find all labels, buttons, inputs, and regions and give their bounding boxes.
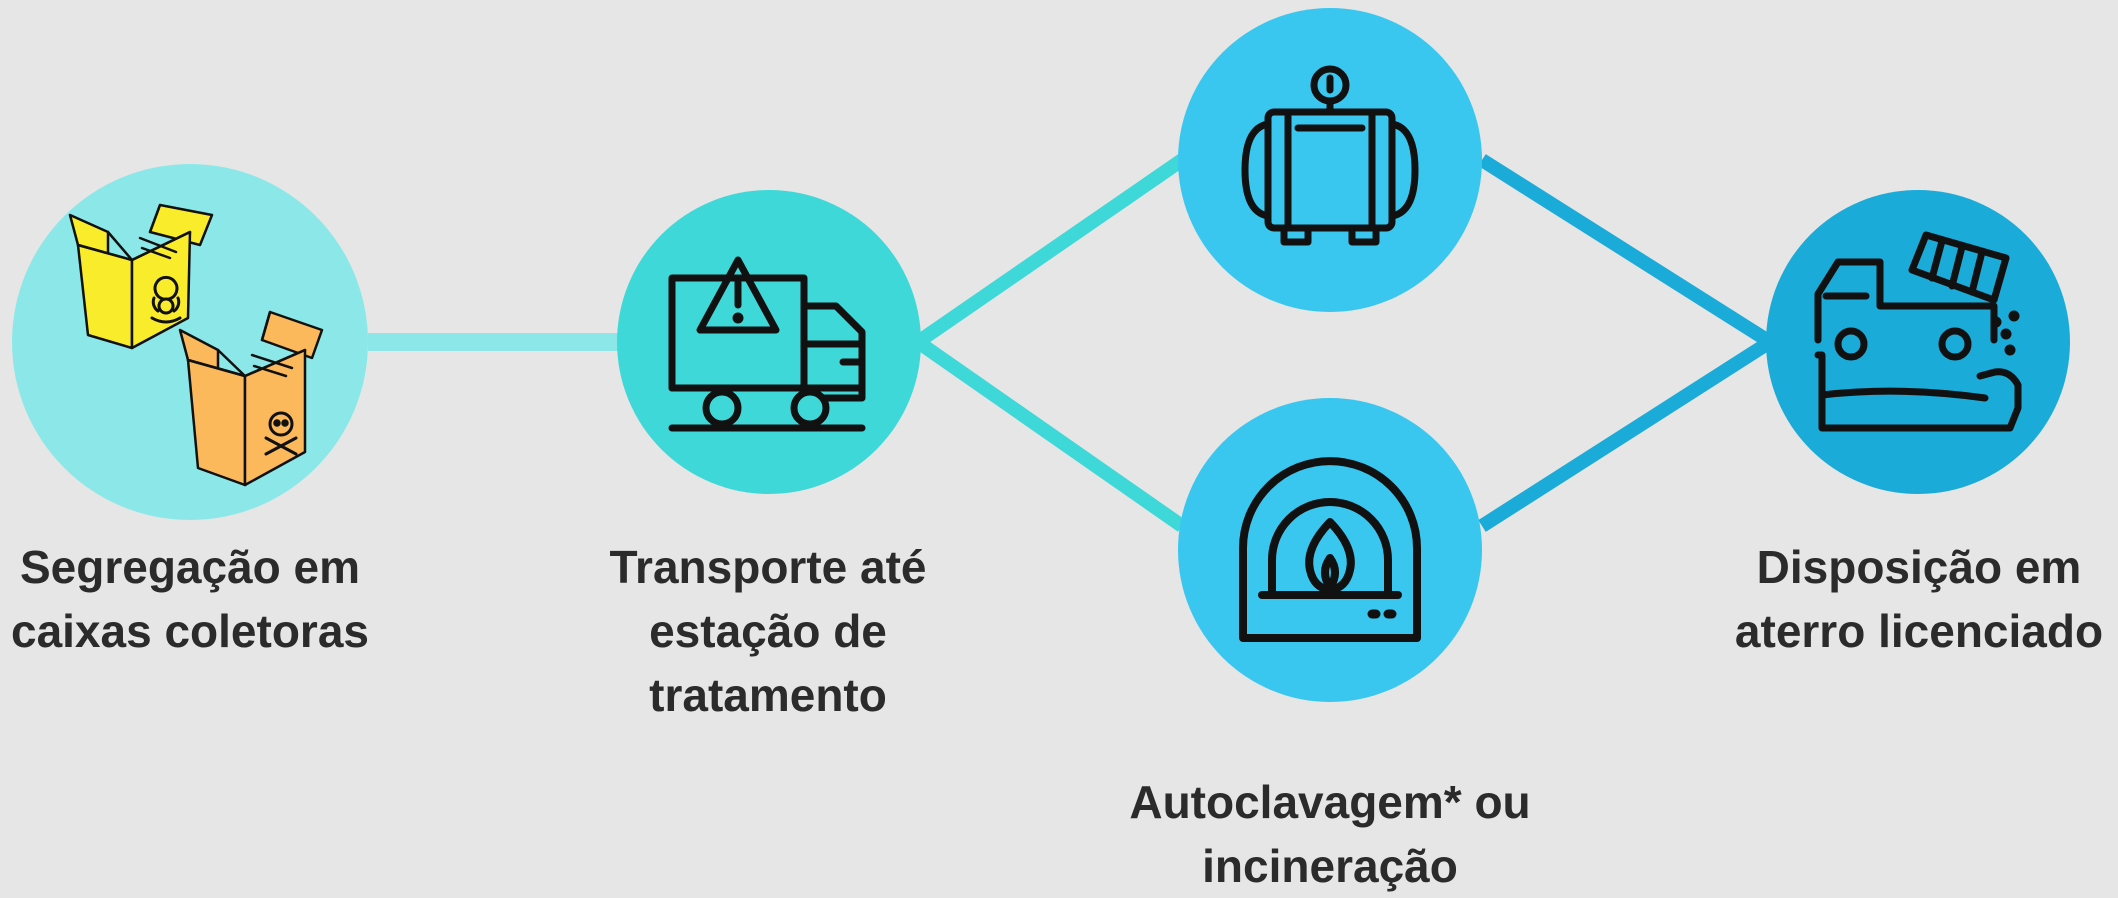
step-label-line: Disposição em — [1756, 541, 2082, 593]
dump-truck-landfill-icon — [1814, 231, 2022, 432]
biohazard-symbol-icon — [150, 276, 182, 324]
incinerator-icon — [1239, 457, 1421, 642]
step-label-segregation: Segregação em caixas coletoras — [0, 535, 380, 663]
connector-transport-autoclave — [914, 154, 1186, 348]
hazard-truck-icon — [668, 256, 866, 432]
step-circle-autoclave — [1178, 8, 1482, 312]
hazard-boxes-icon — [68, 203, 324, 487]
step-label-line: Autoclavagem* ou — [1129, 776, 1531, 828]
step-circle-incinerator — [1178, 398, 1482, 702]
step-circle-transport — [617, 190, 921, 494]
step-label-line: caixas coletoras — [10, 605, 369, 657]
step-label-transport: Transporte até estação de tratamento — [568, 535, 968, 727]
connector-incinerator-disposal — [1478, 336, 1774, 532]
autoclave-icon — [1241, 65, 1419, 246]
step-label-treatment: Autoclavagem* ou incineração — [1100, 770, 1560, 898]
step-label-line: estação de — [649, 605, 887, 657]
flow-connectors — [368, 154, 1774, 532]
skull-symbol-icon — [264, 411, 298, 456]
step-circle-disposal — [1766, 190, 2070, 494]
step-label-line: Segregação em — [19, 541, 361, 593]
connector-autoclave-disposal — [1478, 154, 1774, 348]
connector-transport-incinerator — [913, 336, 1187, 532]
step-label-disposal: Disposição em aterro licenciado — [1720, 535, 2118, 663]
step-label-line: Transporte até — [609, 541, 927, 593]
step-label-line: tratamento — [649, 669, 887, 721]
step-label-line: incineração — [1202, 840, 1458, 892]
step-label-line: aterro licenciado — [1734, 605, 2104, 657]
